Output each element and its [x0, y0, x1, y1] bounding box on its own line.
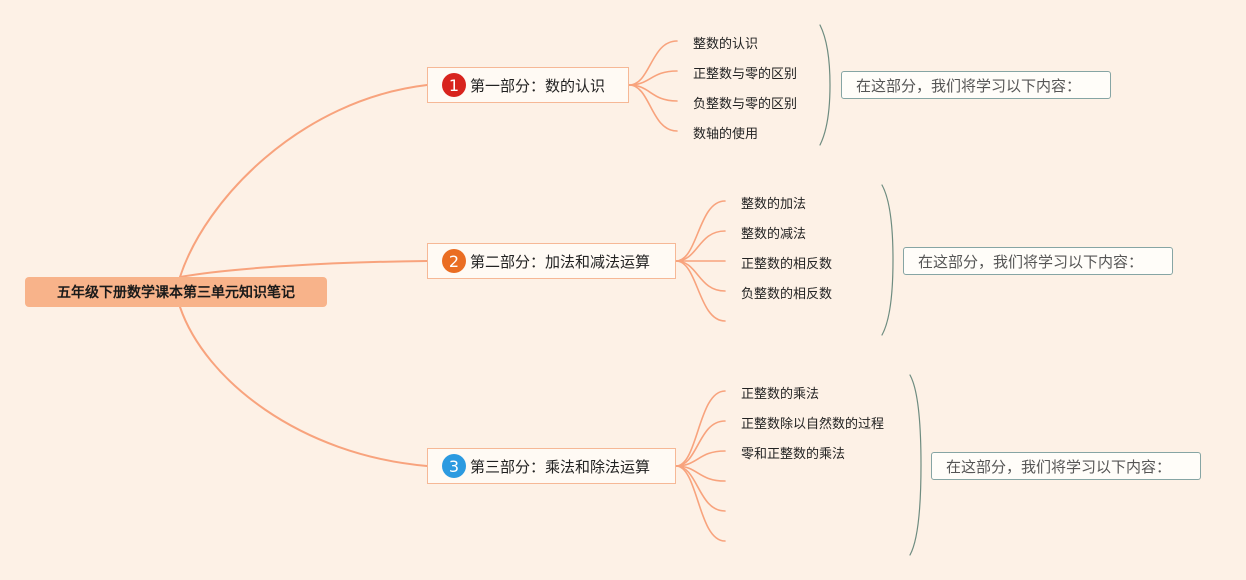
leaf-2-4[interactable]: 负整数的相反数: [741, 287, 833, 302]
part-title-2: 第二部分：加法和减法运算: [470, 252, 651, 271]
branch-3-6-line: [675, 465, 726, 542]
brace-3: [909, 374, 922, 556]
number-1-icon: 1: [442, 73, 466, 97]
leaf-2-3[interactable]: 正整数的相反数: [741, 257, 833, 272]
summary-note-2[interactable]: 在这部分，我们将学习以下内容：: [903, 247, 1173, 275]
leaf-1-4[interactable]: 数轴的使用: [693, 127, 759, 142]
leaf-3-2[interactable]: 正整数除以自然数的过程: [741, 417, 885, 432]
summary-note-text-3: 在这部分，我们将学习以下内容：: [946, 457, 1172, 476]
leaf-3-1[interactable]: 正整数的乘法: [741, 387, 820, 402]
part-node-2[interactable]: 2 第二部分：加法和减法运算: [427, 243, 676, 279]
part-node-1[interactable]: 1 第一部分：数的认识: [427, 67, 629, 103]
root-to-part-3-line: [179, 306, 428, 467]
branch-1-4-line: [628, 84, 678, 132]
root-label: 五年级下册数学课本第三单元知识笔记: [57, 285, 295, 301]
brace-1: [819, 24, 831, 146]
branch-2-5-line: [675, 260, 726, 322]
part-title-3: 第三部分：乘法和除法运算: [470, 457, 651, 476]
leaf-1-3[interactable]: 负整数与零的区别: [693, 97, 798, 112]
leaf-3-3[interactable]: 零和正整数的乘法: [741, 447, 846, 462]
number-3-icon: 3: [442, 454, 466, 478]
leaf-2-2[interactable]: 整数的减法: [741, 227, 807, 242]
brace-2: [881, 184, 894, 336]
branch-2-1-line: [675, 200, 726, 262]
part-title-1: 第一部分：数的认识: [470, 76, 606, 95]
branch-3-2-line: [675, 420, 726, 467]
leaf-1-1[interactable]: 整数的认识: [693, 37, 759, 52]
branch-1-1-line: [628, 40, 678, 86]
branch-2-2-line: [675, 230, 726, 262]
summary-note-1[interactable]: 在这部分，我们将学习以下内容：: [841, 71, 1111, 99]
leaf-1-2[interactable]: 正整数与零的区别: [693, 67, 798, 82]
branch-3-1-line: [675, 390, 726, 467]
summary-note-text-1: 在这部分，我们将学习以下内容：: [856, 76, 1082, 95]
summary-note-text-2: 在这部分，我们将学习以下内容：: [918, 252, 1144, 271]
leaf-2-1[interactable]: 整数的加法: [741, 197, 807, 212]
root-node[interactable]: 五年级下册数学课本第三单元知识笔记: [25, 277, 327, 307]
part-node-3[interactable]: 3 第三部分：乘法和除法运算: [427, 448, 676, 484]
root-to-part-2-line: [179, 260, 428, 278]
number-2-icon: 2: [442, 249, 466, 273]
branch-3-5-line: [675, 465, 726, 512]
root-to-part-1-line: [179, 84, 428, 278]
branch-2-4-line: [675, 260, 726, 292]
summary-note-3[interactable]: 在这部分，我们将学习以下内容：: [931, 452, 1201, 480]
